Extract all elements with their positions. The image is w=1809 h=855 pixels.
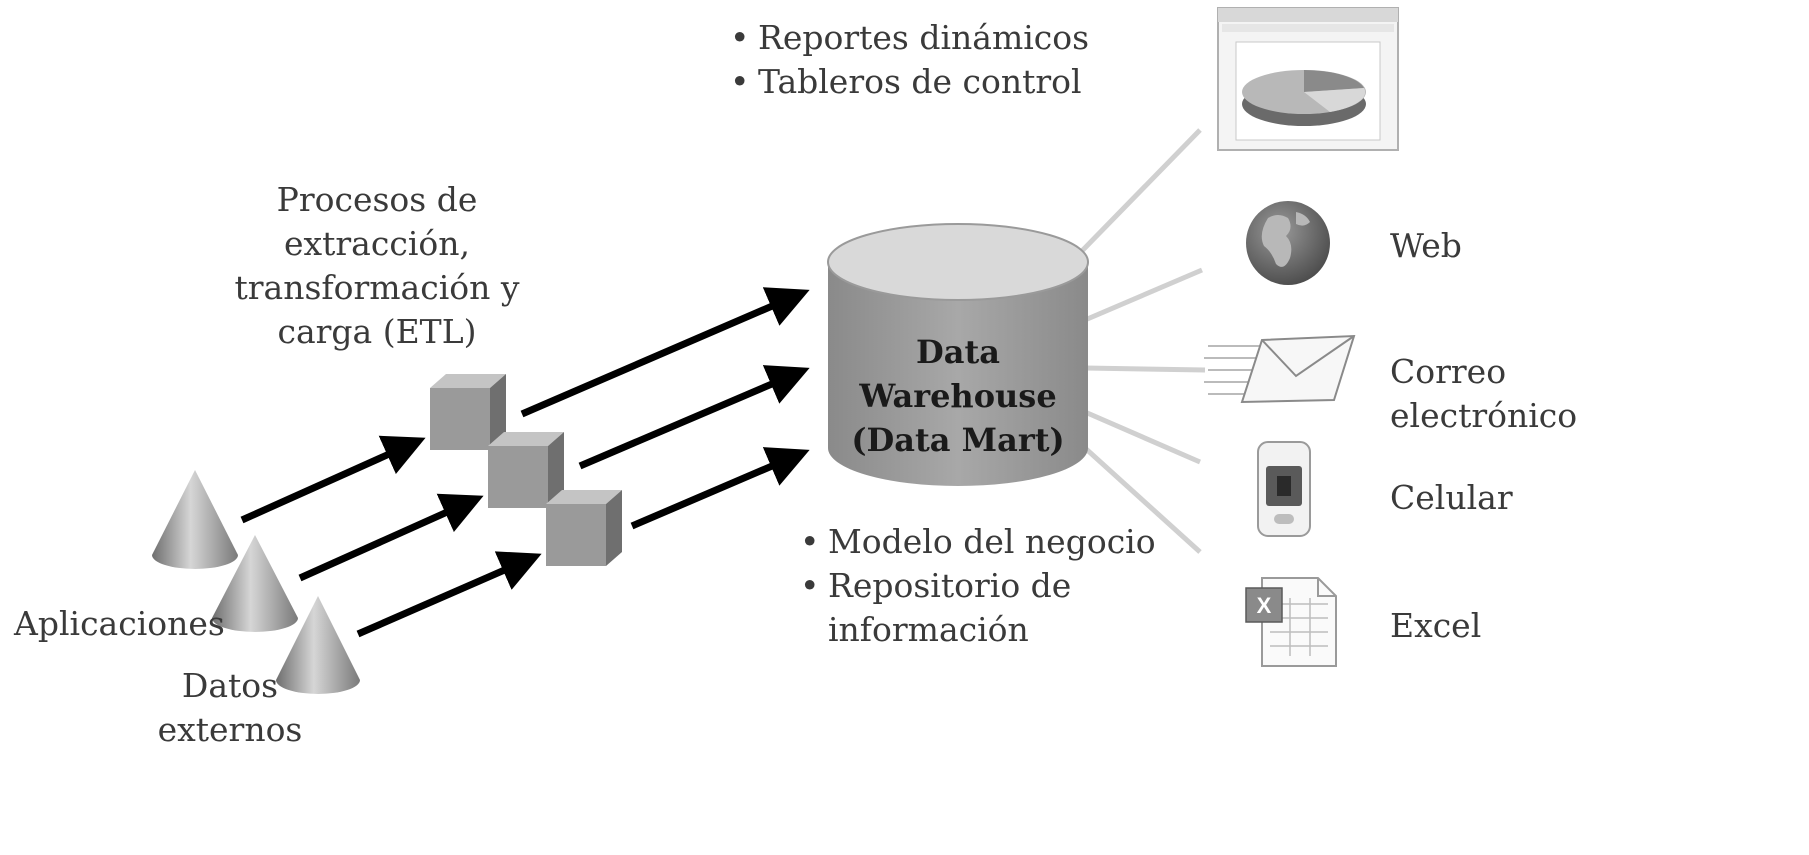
arrow-etl-to-warehouse	[520, 287, 810, 418]
connector-web	[1084, 267, 1203, 323]
warehouse-label: Data Warehouse (Data Mart)	[851, 333, 1065, 459]
arrow-etl-to-warehouse	[630, 447, 810, 530]
report-item: Reportes dinámicos	[730, 16, 1089, 60]
envelope-icon	[1204, 334, 1356, 404]
channel-excel-label: Excel	[1390, 606, 1482, 645]
cube-icon	[430, 374, 506, 450]
note-item: Repositorio de	[800, 564, 1156, 608]
arrow-etl-to-warehouse	[578, 365, 810, 470]
note-item: información	[828, 610, 1029, 649]
cone-icon	[212, 535, 298, 632]
apps-label: Aplicaciones	[14, 604, 225, 643]
svg-text:X: X	[1257, 593, 1272, 618]
channel-mobile-label: Celular	[1390, 478, 1513, 517]
arrow-source-to-etl	[356, 551, 542, 638]
pie-chart-report-icon	[1217, 7, 1399, 151]
channel-connector-lines	[1076, 128, 1206, 554]
mobile-phone-icon	[1257, 441, 1311, 537]
cube-icon	[488, 432, 564, 508]
report-item: Tableros de control	[730, 60, 1089, 104]
excel-spreadsheet-icon: X	[1245, 577, 1337, 667]
reports-list: Reportes dinámicos Tableros de control	[730, 16, 1089, 104]
channel-web-label: Web	[1390, 226, 1462, 265]
cube-icon	[546, 490, 622, 566]
cone-icon	[152, 470, 238, 569]
cone-icon	[276, 596, 360, 694]
connector-email	[1084, 365, 1206, 373]
external-data-label: Datos externos	[157, 666, 303, 749]
connector-excel	[1083, 446, 1202, 554]
connector-report	[1076, 128, 1202, 257]
arrow-source-to-etl	[240, 435, 426, 524]
warehouse-notes: Modelo del negocio Repositorio de inform…	[800, 520, 1156, 652]
arrow-source-to-etl	[298, 493, 484, 582]
etl-label: Procesos de extracción, transformación y…	[234, 180, 520, 351]
channel-email-label: Correo electrónico	[1390, 352, 1578, 435]
note-item: Modelo del negocio	[800, 520, 1156, 564]
flow-arrows	[240, 287, 810, 638]
database-cylinder-icon	[827, 223, 1089, 486]
connector-mobile	[1084, 409, 1201, 465]
globe-icon	[1246, 201, 1330, 285]
